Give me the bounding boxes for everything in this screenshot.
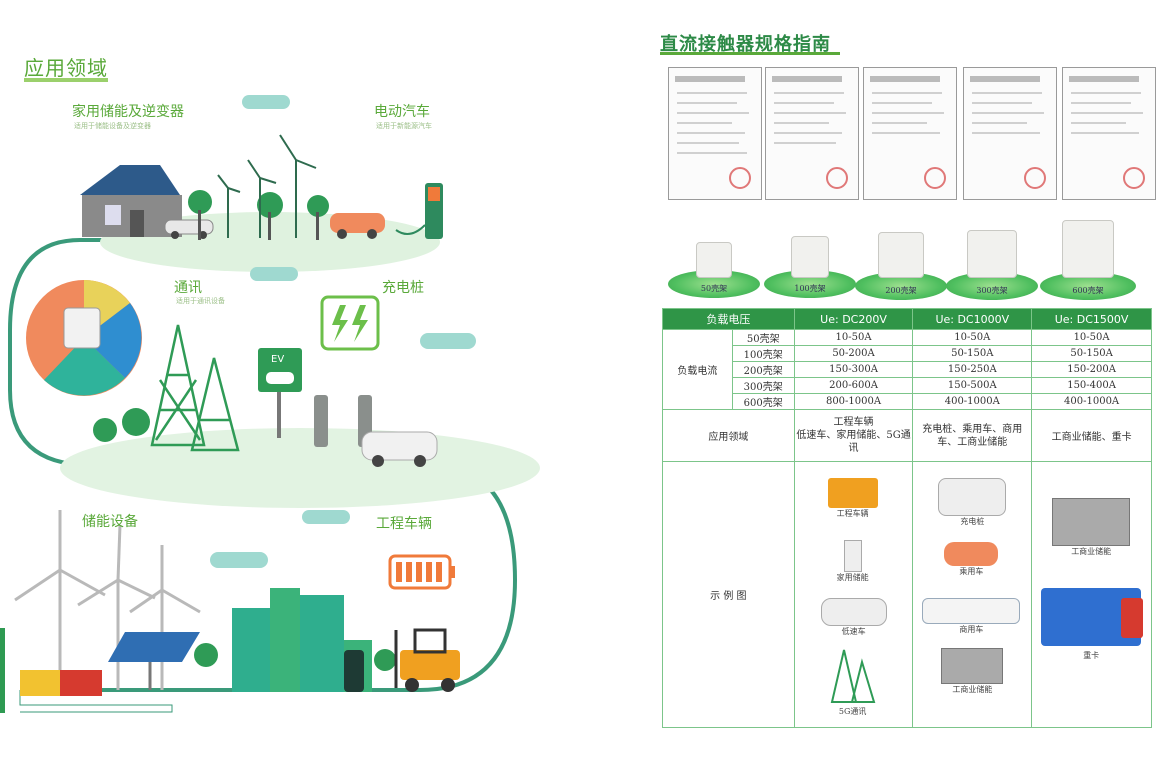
dark-charger-icon — [344, 650, 364, 692]
example-cell: 工程车辆 家用储能 低速车 5G通讯 — [793, 461, 914, 728]
value-cell: 200-600A — [793, 377, 914, 394]
product-600: 600壳架 — [1040, 205, 1136, 300]
white-car-icon — [361, 431, 438, 467]
current-label: 负载电流 — [662, 329, 733, 410]
certificate-image — [963, 67, 1057, 200]
home-storage-example-icon: 家用储能 — [823, 540, 883, 583]
storage-cabinet-example-icon: 工商业储能 — [937, 648, 1007, 695]
value-cell: 10-50A — [912, 329, 1033, 346]
header-dc1000: Ue: DC1000V — [912, 308, 1033, 330]
product-200: 200壳架 — [855, 212, 947, 300]
certificate-image — [668, 67, 762, 200]
container-icon — [20, 670, 102, 696]
tower-example-icon: 5G通讯 — [823, 648, 883, 717]
table-row: 100壳架 50-200A 50-150A 50-150A — [663, 345, 1152, 362]
label-home-storage: 家用储能及逆变器 — [72, 104, 184, 120]
certificate-image — [1062, 67, 1156, 200]
forklift-example-icon: 工程车辆 — [823, 478, 883, 519]
header-dc200: Ue: DC200V — [793, 308, 914, 330]
sub-ev: 适用于新能源汽车 — [376, 122, 432, 130]
value-cell: 150-300A — [793, 361, 914, 378]
app-value: 充电桩、乘用车、商用车、工商业储能 — [912, 409, 1033, 462]
low-speed-car-example-icon: 低速车 — [819, 598, 889, 637]
value-cell: 10-50A — [793, 329, 914, 346]
frame-cell: 300壳架 — [731, 377, 795, 394]
label-telecom: 通讯 — [174, 280, 202, 296]
header-dc1500: Ue: DC1500V — [1031, 308, 1152, 330]
frame-cell: 100壳架 — [731, 345, 795, 362]
label-charging: 充电桩 — [382, 280, 424, 296]
product-caption: 300壳架 — [976, 286, 1008, 295]
table-row: 示 例 图 工程车辆 家用储能 低速车 5G通讯 充电桩 — [662, 461, 1152, 728]
spec-table: 负载电压 Ue: DC200V Ue: DC1000V Ue: DC1500V … — [662, 308, 1152, 728]
product-caption: 100壳架 — [794, 284, 826, 293]
table-row: 应用领域 工程车辆 低速车、家用储能、5G通讯 充电桩、乘用车、商用车、工商业储… — [662, 409, 1152, 462]
value-cell: 50-150A — [1031, 345, 1152, 362]
example-cell: 工商业储能 重卡 — [1031, 461, 1152, 728]
header-load-voltage: 负载电压 — [662, 308, 795, 330]
wind-turbine-icon — [217, 134, 317, 238]
lightning-icon — [320, 295, 380, 351]
telecom-tower-icon — [150, 324, 240, 452]
app-value: 工程车辆 低速车、家用储能、5G通讯 — [793, 409, 914, 462]
battery-icon — [388, 554, 455, 590]
frame-cell: 600壳架 — [731, 393, 795, 410]
sub-home-storage: 适用于储能设备及逆变器 — [74, 122, 151, 130]
product-caption: 50壳架 — [700, 284, 728, 293]
product-100: 100壳架 — [764, 215, 856, 298]
value-cell: 150-400A — [1031, 377, 1152, 394]
relay-pie-icon — [26, 280, 142, 396]
frame-cell: 50壳架 — [731, 329, 795, 346]
ev-sign-icon — [258, 348, 302, 438]
certificate-image — [765, 67, 859, 200]
value-cell: 50-150A — [912, 345, 1033, 362]
product-50: 50壳架 — [668, 220, 760, 298]
value-cell: 400-1000A — [912, 393, 1033, 410]
title-underline — [24, 78, 108, 82]
passenger-car-example-icon: 乘用车 — [941, 542, 1001, 577]
label-ev: 电动汽车 — [374, 104, 430, 120]
cloud-icon — [210, 95, 476, 568]
product-caption: 600壳架 — [1072, 286, 1104, 295]
table-row: 200壳架 150-300A 150-250A 150-200A — [663, 361, 1152, 378]
example-cell: 充电桩 乘用车 商用车 工商业储能 — [912, 461, 1033, 728]
charger-example-icon: 充电桩 — [937, 478, 1007, 527]
value-cell: 150-500A — [912, 377, 1033, 394]
ev-sign-label: EV — [271, 354, 284, 365]
charging-station-icon — [395, 183, 443, 239]
application-illustration: EV — [0, 95, 540, 713]
value-cell: 150-200A — [1031, 361, 1152, 378]
table-row: 负载电流 50壳架 10-50A 10-50A 10-50A — [662, 329, 1152, 410]
bus-example-icon: 商用车 — [921, 598, 1021, 635]
value-cell: 400-1000A — [1031, 393, 1152, 410]
table-row: 600壳架 800-1000A 400-1000A 400-1000A — [663, 393, 1152, 410]
value-cell: 150-250A — [912, 361, 1033, 378]
electric-car-icon — [330, 213, 385, 239]
label-energy-storage: 储能设备 — [82, 514, 138, 530]
value-cell: 10-50A — [1031, 329, 1152, 346]
storage-cabinet-example-icon: 工商业储能 — [1048, 498, 1134, 557]
frame-cell: 200壳架 — [731, 361, 795, 378]
solar-panel-icon — [108, 632, 200, 690]
truck-example-icon: 重卡 — [1038, 588, 1144, 661]
certificate-image — [863, 67, 957, 200]
guide-title: 直流接触器规格指南 — [660, 34, 831, 55]
example-label: 示 例 图 — [662, 461, 795, 728]
guide-title-underline — [660, 52, 840, 55]
value-cell: 800-1000A — [793, 393, 914, 410]
app-value: 工商业储能、重卡 — [1031, 409, 1152, 462]
large-wind-turbine-icon — [14, 510, 201, 690]
product-300: 300壳架 — [946, 212, 1038, 300]
section-title: 应用领域 — [24, 56, 108, 80]
app-label: 应用领域 — [662, 409, 795, 462]
table-row: 300壳架 200-600A 150-500A 150-400A — [663, 377, 1152, 394]
label-eng-vehicle: 工程车辆 — [376, 516, 432, 532]
product-caption: 200壳架 — [885, 286, 917, 295]
value-cell: 50-200A — [793, 345, 914, 362]
forklift-icon — [394, 628, 460, 692]
sub-telecom: 适用于通讯设备 — [176, 297, 225, 305]
